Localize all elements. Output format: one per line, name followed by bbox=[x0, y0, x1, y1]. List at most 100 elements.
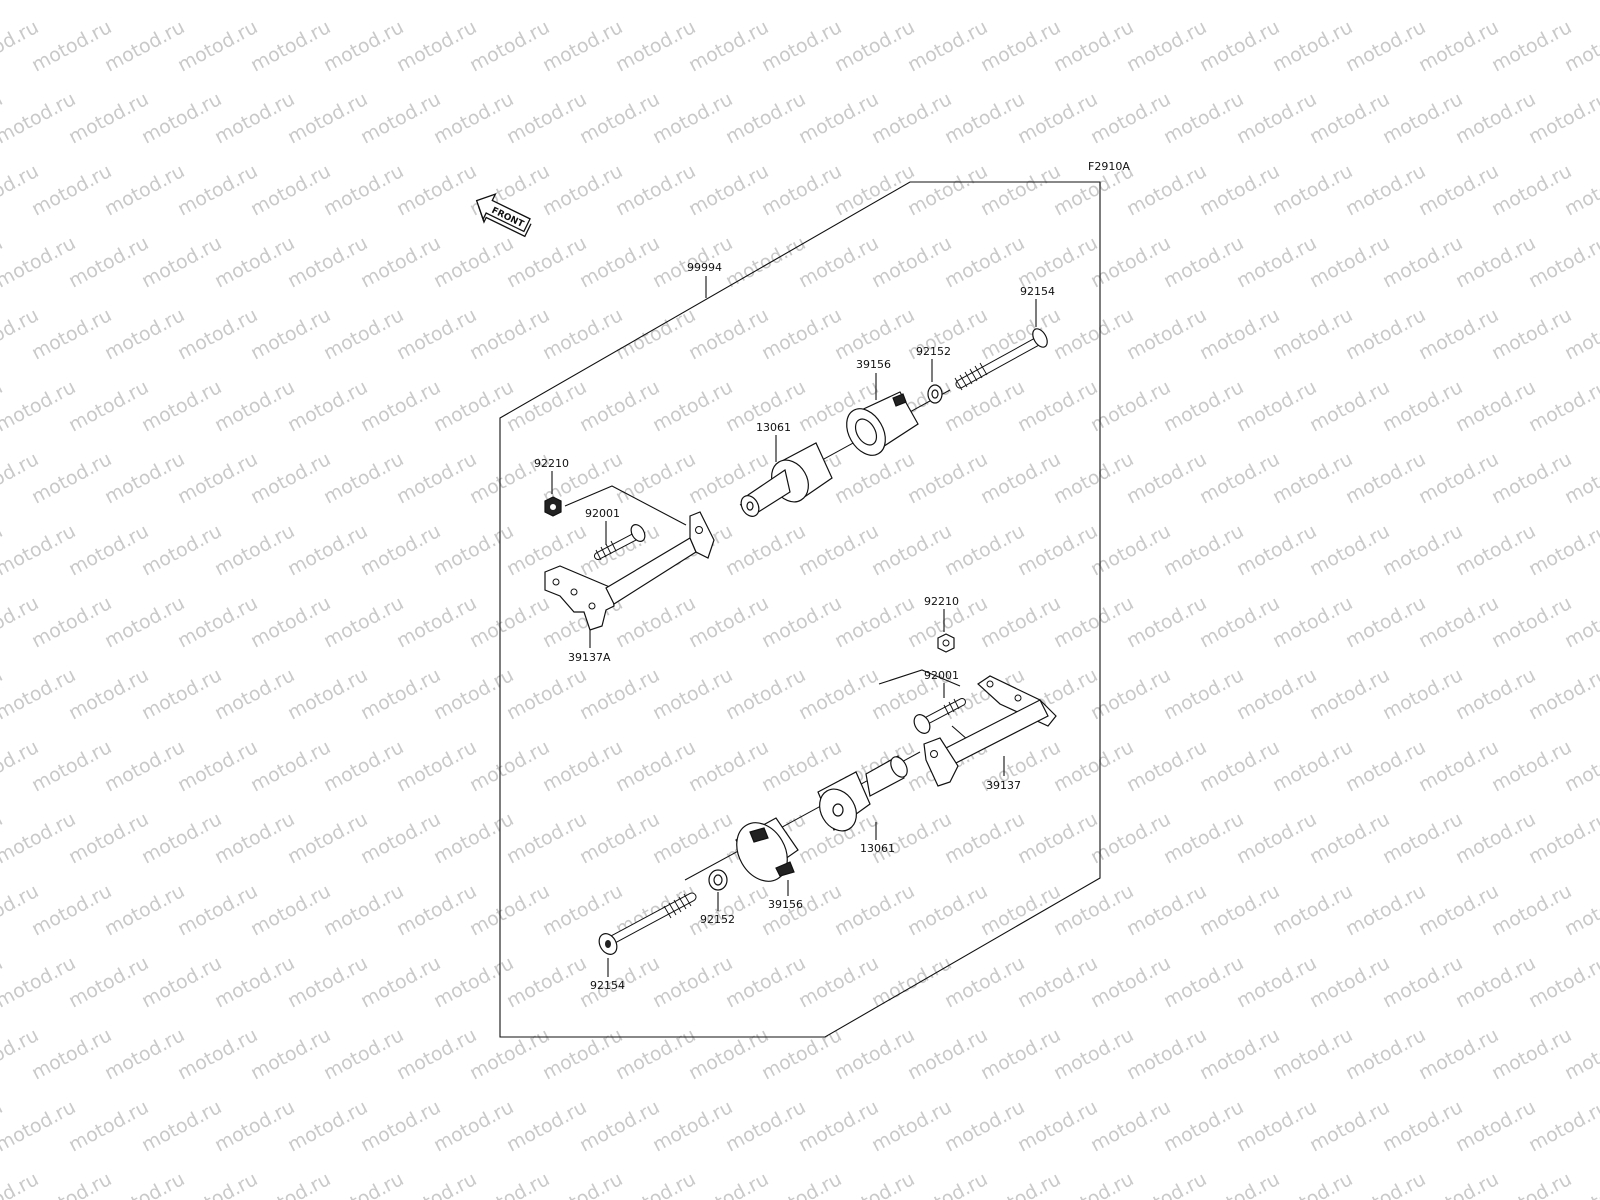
watermark-text: motod.ru bbox=[1269, 16, 1356, 76]
watermark-text: motod.ru bbox=[247, 592, 334, 652]
watermark-text: motod.ru bbox=[649, 376, 736, 436]
watermark-text: motod.ru bbox=[1123, 1024, 1210, 1084]
watermark-text: motod.ru bbox=[1525, 664, 1600, 724]
watermark-text: motod.ru bbox=[685, 736, 772, 796]
watermark-text: motod.ru bbox=[211, 376, 298, 436]
watermark-text: motod.ru bbox=[1269, 304, 1356, 364]
watermark-text: motod.ru bbox=[1160, 520, 1247, 580]
watermark-text: motod.ru bbox=[904, 160, 991, 220]
watermark-text: motod.ru bbox=[211, 88, 298, 148]
watermark-text: motod.ru bbox=[1525, 232, 1600, 292]
watermark-text: motod.ru bbox=[65, 664, 152, 724]
watermark-text: motod.ru bbox=[722, 88, 809, 148]
watermark-text: motod.ru bbox=[174, 880, 261, 940]
callout-top-washer: 92152 bbox=[916, 345, 951, 358]
watermark-text: motod.ru bbox=[320, 592, 407, 652]
watermark-text: motod.ru bbox=[174, 304, 261, 364]
watermark-text: motod.ru bbox=[904, 880, 991, 940]
watermark-text: motod.ru bbox=[1014, 0, 1101, 4]
watermark-text: motod.ru bbox=[430, 520, 517, 580]
watermark-text: motod.ru bbox=[503, 808, 590, 868]
watermark-text: motod.ru bbox=[649, 0, 736, 4]
watermark-text: motod.ru bbox=[1196, 160, 1283, 220]
watermark-text: motod.ru bbox=[1379, 232, 1466, 292]
watermark-text: motod.ru bbox=[247, 160, 334, 220]
watermark-text: motod.ru bbox=[1269, 592, 1356, 652]
watermark-text: motod.ru bbox=[941, 808, 1028, 868]
top-cap bbox=[846, 391, 919, 456]
watermark-text: motod.ru bbox=[1415, 880, 1502, 940]
watermark-text: motod.ru bbox=[1452, 1096, 1539, 1156]
watermark-text: motod.ru bbox=[685, 880, 772, 940]
watermark-text: motod.ru bbox=[466, 16, 553, 76]
watermark-text: motod.ru bbox=[977, 1168, 1064, 1200]
watermark-text: motod.ru bbox=[430, 0, 517, 4]
watermark-text: motod.ru bbox=[503, 88, 590, 148]
watermark-text: motod.ru bbox=[1488, 448, 1575, 508]
watermark-text: motod.ru bbox=[28, 160, 115, 220]
watermark-text: motod.ru bbox=[576, 1096, 663, 1156]
watermark-text: motod.ru bbox=[1306, 88, 1393, 148]
watermark-text: motod.ru bbox=[685, 1168, 772, 1200]
watermark-text: motod.ru bbox=[904, 1168, 991, 1200]
watermark-text: motod.ru bbox=[1269, 880, 1356, 940]
watermark-text: motod.ru bbox=[101, 1024, 188, 1084]
watermark-text: motod.ru bbox=[795, 1096, 882, 1156]
watermark-text: motod.ru bbox=[1233, 88, 1320, 148]
watermark-text: motod.ru bbox=[65, 952, 152, 1012]
watermark-text: motod.ru bbox=[539, 736, 626, 796]
watermark-text: motod.ru bbox=[685, 16, 772, 76]
watermark-text: motod.ru bbox=[1160, 952, 1247, 1012]
watermark-text: motod.ru bbox=[685, 304, 772, 364]
watermark-text: motod.ru bbox=[576, 808, 663, 868]
watermark-text: motod.ru bbox=[1050, 880, 1137, 940]
watermark-text: motod.ru bbox=[503, 952, 590, 1012]
watermark-text: motod.ru bbox=[1379, 520, 1466, 580]
watermark-text: motod.ru bbox=[393, 592, 480, 652]
watermark-text: motod.ru bbox=[65, 1096, 152, 1156]
watermark-text: motod.ru bbox=[1306, 0, 1393, 4]
watermark-text: motod.ru bbox=[138, 1096, 225, 1156]
watermark-text: motod.ru bbox=[576, 664, 663, 724]
watermark-text: motod.ru bbox=[284, 952, 371, 1012]
watermark-text: motod.ru bbox=[1488, 1168, 1575, 1200]
top-flange-bolt bbox=[594, 524, 646, 561]
watermark-text: motod.ru bbox=[284, 0, 371, 4]
watermark-text: motod.ru bbox=[1488, 880, 1575, 940]
watermark-text: motod.ru bbox=[1233, 664, 1320, 724]
top-slider bbox=[740, 442, 833, 517]
watermark-text: motod.ru bbox=[430, 88, 517, 148]
watermark-text: motod.ru bbox=[1087, 1096, 1174, 1156]
watermark-text: motod.ru bbox=[612, 736, 699, 796]
watermark-text: motod.ru bbox=[685, 160, 772, 220]
watermark-text: motod.ru bbox=[1050, 736, 1137, 796]
watermark-text: motod.ru bbox=[393, 1024, 480, 1084]
watermark-text: motod.ru bbox=[868, 88, 955, 148]
watermark-text: motod.ru bbox=[1196, 304, 1283, 364]
watermark-text: motod.ru bbox=[1525, 88, 1600, 148]
watermark-text: motod.ru bbox=[101, 736, 188, 796]
watermark-text: motod.ru bbox=[1379, 1096, 1466, 1156]
watermark-text: motod.ru bbox=[1233, 808, 1320, 868]
watermark-text: motod.ru bbox=[284, 232, 371, 292]
watermark-text: motod.ru bbox=[357, 1096, 444, 1156]
watermark-text: motod.ru bbox=[1306, 808, 1393, 868]
watermark-text: motod.ru bbox=[1160, 0, 1247, 4]
watermark-text: motod.ru bbox=[284, 376, 371, 436]
watermark-text: motod.ru bbox=[357, 664, 444, 724]
watermark-text: motod.ru bbox=[1306, 1096, 1393, 1156]
watermark-text: motod.ru bbox=[1050, 304, 1137, 364]
watermark-text: motod.ru bbox=[1452, 952, 1539, 1012]
watermark-text: motod.ru bbox=[1342, 448, 1429, 508]
watermark-text: motod.ru bbox=[284, 664, 371, 724]
watermark-text: motod.ru bbox=[1050, 592, 1137, 652]
watermark-text: motod.ru bbox=[831, 16, 918, 76]
watermark-text: motod.ru bbox=[320, 16, 407, 76]
watermark-text: motod.ru bbox=[758, 160, 845, 220]
watermark-text: motod.ru bbox=[941, 376, 1028, 436]
watermark-text: motod.ru bbox=[1269, 736, 1356, 796]
watermark-text: motod.ru bbox=[211, 520, 298, 580]
watermark-text: motod.ru bbox=[831, 592, 918, 652]
watermark-text: motod.ru bbox=[247, 1024, 334, 1084]
watermark-text: motod.ru bbox=[357, 0, 444, 4]
